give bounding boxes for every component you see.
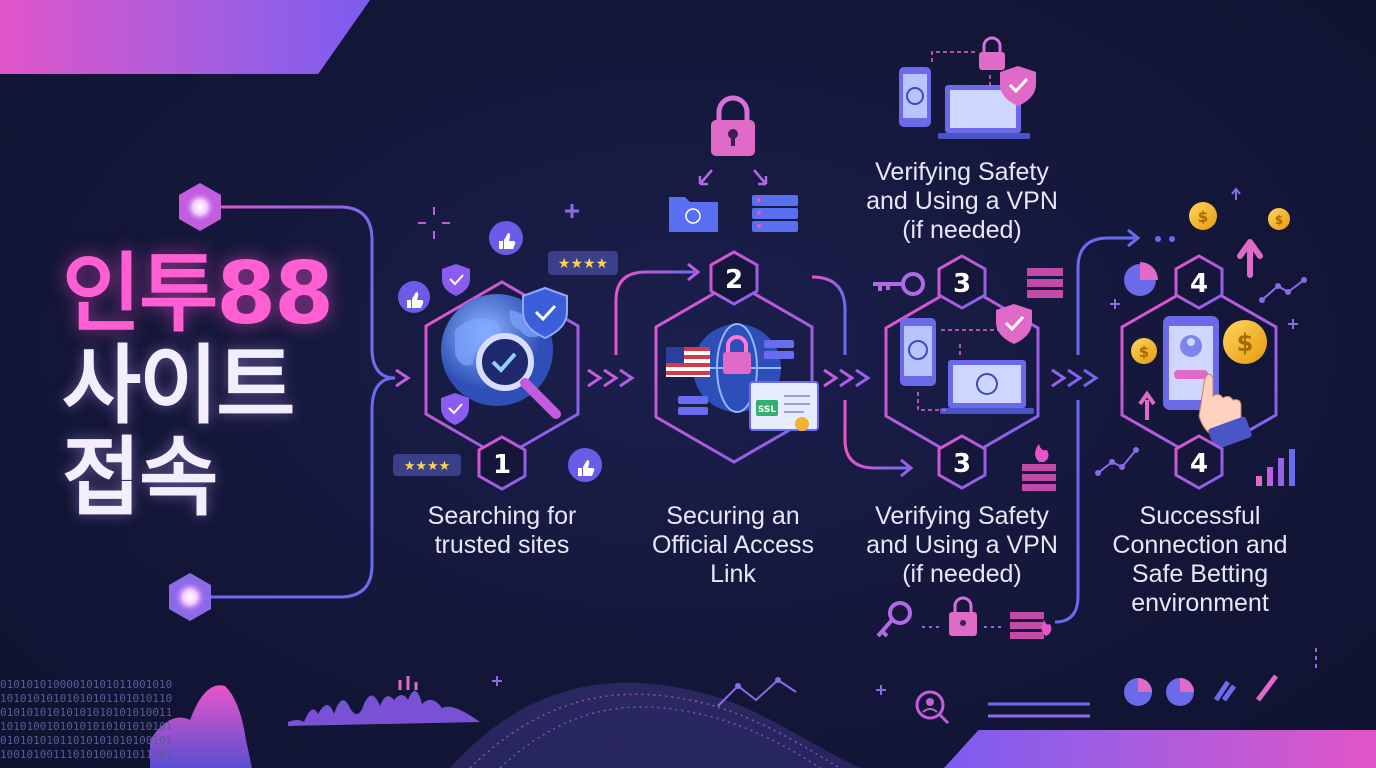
step-3-top-caption-text: Verifying Safety and Using a VPN (if nee… [856,158,1068,245]
key-icon [873,272,925,638]
title-line-3: 접속 [62,428,218,528]
caption-line: Securing an [666,502,800,530]
step-3-number-badge-bottom: 3 [937,434,987,490]
firewall-icon [1010,268,1063,639]
step-4-number-badge-bottom: 4 [1174,434,1224,490]
magnifier-person-icon [915,690,950,725]
caption-line: Successful [1139,502,1261,530]
glow-node-top [179,183,221,231]
pie-chart-icon [1124,262,1158,296]
caption-line: environment [1131,589,1269,617]
caption-line: (if needed) [902,560,1022,588]
bottom-line-chart-icon [717,677,797,707]
connector-2-3 [811,275,914,478]
growth-arrow-icon [1138,187,1263,420]
caption-line: Searching for [427,502,577,530]
caption-line: Safe Betting [1131,560,1269,588]
caption-line: (if needed) [902,216,1022,244]
caption-line: and Using a VPN [866,531,1058,559]
bar-chart-icon [1256,449,1295,486]
small-server-icon [678,340,794,415]
caption-line: Verifying Safety [875,158,1049,186]
coin-symbol: $ [1237,329,1254,357]
caption-line: Official Access [651,531,815,559]
slider-lines-icon [988,702,1090,718]
vpn-devices-icon-top [899,36,1036,139]
bottom-waveform [288,676,480,726]
step-1-number-badge: 1 [477,435,527,491]
padlock-small-icon [922,596,1002,636]
sparkle-icon [418,204,579,239]
step-2-number: 2 [725,265,743,295]
step-3-number-bottom: 3 [953,449,971,479]
rating-badge: ★★★★ ★★★★ [393,251,618,476]
caption-line: and Using a VPN [866,187,1058,215]
step-4-number-badge-top: 4 [1174,254,1224,310]
bottom-bars-icon [1213,648,1317,702]
bottom-wave-mountain [150,685,252,768]
thumbs-up-icon [398,221,602,482]
title-line-2: 사이트 [62,336,295,436]
title-line-1: 인투88 [62,244,334,344]
bottom-pie-icons [1124,678,1194,706]
server-icon [752,195,798,232]
step-3-number-badge-top: 3 [937,254,987,310]
step-3-caption: Verifying Safety and Using a VPN (if nee… [856,502,1068,589]
coin-icon: $ $ $ $ [1131,202,1290,364]
rating-stars-small: ★★★★ [404,459,451,474]
coin-symbol-small: $ [1139,343,1149,361]
corner-accent-top-left [0,0,370,74]
step-2-hexagon [654,280,814,464]
padlock-icon [698,95,768,186]
ssl-certificate-icon: SSL [749,381,819,431]
vpn-devices-icon [900,304,1034,414]
shield-small-icon [441,264,470,425]
rating-stars: ★★★★ [558,256,608,272]
binary-code-decoration: 01010101000010101011001010 1010101010101… [0,678,173,761]
glow-node-bottom [169,573,211,621]
phone-touch-icon [1163,316,1252,450]
bottom-dot-wave [450,682,860,768]
step-2-number-badge: 2 [709,250,759,306]
caption-line: Verifying Safety [875,502,1049,530]
caption-line: trusted sites [434,531,570,559]
step-4-caption: Successful Connection and Safe Betting e… [1092,502,1308,618]
shield-check-icon [522,286,568,340]
step-4-number-top: 4 [1190,269,1208,299]
step-4-number-bottom: 4 [1190,449,1208,479]
corner-accent-bottom-right [944,730,1376,768]
step-2-caption: Securing an Official Access Link [630,502,836,589]
us-flag-icon [666,347,710,377]
caption-line: Connection and [1112,531,1288,559]
line-chart-icon [1095,277,1307,476]
step-1-number: 1 [493,450,511,480]
connector-3-4 [1051,228,1175,624]
coin-symbol-top: $ [1198,208,1208,226]
step-1-caption: Searching for trusted sites [400,502,604,560]
caption-line: Link [710,560,756,588]
plus-sparkles [492,299,1298,695]
coin-symbol-top-right: $ [1275,213,1283,227]
title-frame [190,205,411,599]
folder-icon [669,197,718,232]
step-3-number-top: 3 [953,269,971,299]
ssl-label: SSL [758,405,777,415]
connector-1-2 [587,262,701,388]
